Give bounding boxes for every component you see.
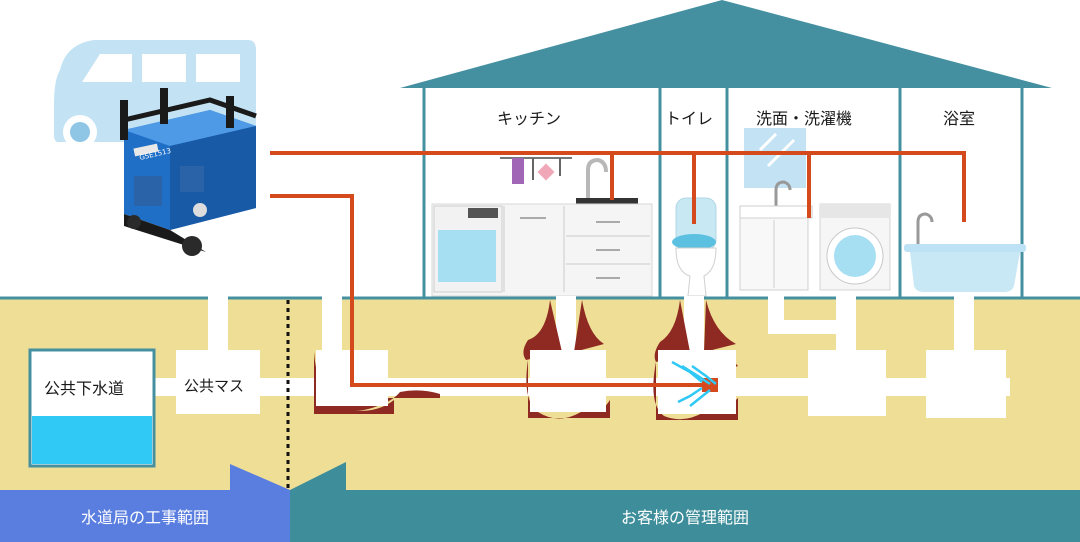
customer-band-arrow <box>290 462 1080 542</box>
room-label-kitchen: キッチン <box>497 109 562 128</box>
basin-5 <box>926 350 1006 418</box>
waterworks-scope-label: 水道局の工事範囲 <box>80 508 209 527</box>
jet-nozzle-icon <box>671 360 718 407</box>
basin-4 <box>808 350 886 416</box>
kitchen-fixtures <box>431 157 653 297</box>
basin-2 <box>530 350 606 412</box>
public-sewer-tank <box>28 348 156 468</box>
room-label-washroom: 洗面・洗濯機 <box>756 109 853 128</box>
public-basin <box>176 350 260 414</box>
public-sewer-label: 公共下水道 <box>44 379 125 398</box>
clog-deposits <box>314 300 738 420</box>
bathtub-icon <box>904 212 1026 292</box>
room-label-toilet: トイレ <box>665 109 714 128</box>
waterworks-band-arrow <box>0 464 290 542</box>
house-roof <box>400 0 1052 88</box>
customer-scope-label: お客様の管理範囲 <box>620 508 749 527</box>
high-pressure-washer-machine <box>120 88 257 256</box>
public-basin-label: 公共マス <box>184 377 245 395</box>
house <box>400 0 1052 298</box>
basin-3 <box>658 350 736 414</box>
room-label-bath: 浴室 <box>943 109 976 128</box>
washroom-fixtures <box>739 128 891 291</box>
sewer-water <box>32 416 152 464</box>
pressure-hoses <box>270 151 966 387</box>
